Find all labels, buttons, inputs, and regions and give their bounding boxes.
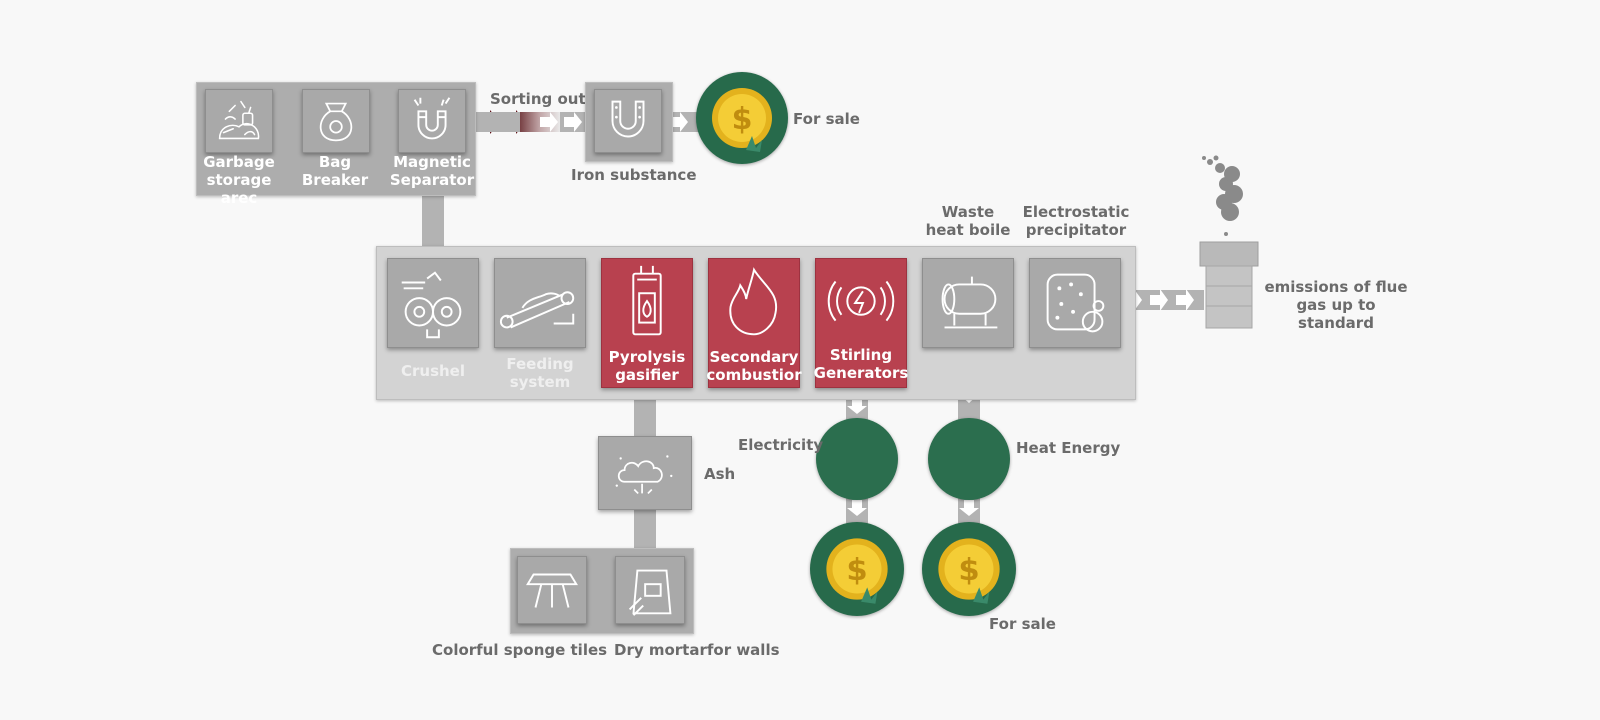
gasifier-icon	[632, 265, 662, 336]
stirling-generators-label: Stirling Generators	[813, 346, 909, 382]
flame-icon	[729, 267, 778, 336]
waste-heat-boiler-tile	[922, 258, 1014, 348]
colorful-tiles-label: Colorful sponge tiles	[432, 641, 608, 659]
electricity-circle	[816, 418, 898, 500]
chimney	[1198, 240, 1260, 330]
mortar-bag-icon	[628, 569, 672, 616]
dry-mortar-tile	[615, 556, 685, 624]
sponge-tiles-tile	[517, 556, 587, 624]
iron-substance-label: Iron substance	[571, 166, 697, 184]
for-sale-coin-top: $	[696, 72, 788, 164]
crushel-label: Crushel	[400, 362, 465, 380]
lightning-icon	[827, 280, 895, 322]
feeding-system-label: Feeding system	[506, 355, 574, 391]
magnet-icon	[413, 97, 451, 140]
smoke	[1196, 150, 1256, 236]
garbage-pile-icon	[218, 100, 260, 140]
emissions-label: emissions of flue gas up to standard	[1264, 278, 1408, 332]
stirling-generators-tile	[815, 258, 907, 388]
magnetic-separator-tile	[398, 89, 466, 153]
feeding-system-tile	[494, 258, 586, 348]
svg-text:$: $	[732, 102, 753, 137]
pyrolysis-gasifier-label: Pyrolysis gasifier	[608, 348, 686, 384]
boiler-tank-icon	[941, 276, 998, 329]
electrostatic-precipitator-tile	[1029, 258, 1121, 348]
horseshoe-icon	[611, 100, 645, 138]
smoke-icon	[1202, 155, 1243, 236]
iron-substance-tile	[594, 89, 662, 153]
secondary-combustion-label: Secondary combustior	[706, 348, 802, 384]
band-magnet-down	[422, 196, 444, 246]
for-sale-coin-heat: $	[922, 522, 1016, 616]
conveyor-icon	[499, 291, 575, 329]
garbage-storage-tile	[205, 89, 273, 153]
ash-tile	[598, 436, 692, 510]
garbage-storage-label: Garbage storage arec	[203, 153, 275, 207]
gold-coin-icon: $	[938, 538, 1000, 604]
tiles-icon	[526, 573, 578, 608]
arrow-white-chimney-3	[1176, 289, 1194, 311]
sorting-out-label: Sorting out	[490, 90, 586, 108]
secondary-combustion-tile	[708, 258, 800, 388]
arrow-white-elec-2	[847, 500, 867, 516]
heat-energy-label: Heat Energy	[1016, 439, 1121, 457]
ash-cloud-icon	[615, 455, 673, 495]
svg-text:$: $	[958, 553, 979, 588]
electricity-label: Electricity	[738, 436, 824, 454]
ash-label: Ash	[704, 465, 736, 483]
gold-coin-icon: $	[712, 88, 772, 152]
band-pyro-to-ash	[634, 394, 656, 440]
svg-text:$: $	[846, 553, 867, 588]
for-sale-coin-electricity: $	[810, 522, 904, 616]
arrow-white-1	[540, 112, 558, 132]
arrow-white-heat-3	[959, 500, 979, 516]
arrow-white-elec-1	[847, 398, 867, 414]
arrow-white-2	[564, 112, 582, 132]
gold-coin-icon: $	[826, 538, 888, 604]
money-bag-icon	[319, 102, 353, 142]
chimney-icon	[1199, 241, 1259, 329]
precipitator-icon	[1046, 273, 1105, 333]
crushel-tile	[387, 258, 479, 348]
waste-heat-boiler-label: Waste heat boile	[925, 203, 1011, 239]
crusher-icon	[401, 271, 462, 339]
for-sale-label-top: For sale	[793, 110, 860, 128]
band-ash-to-products	[634, 506, 656, 554]
heat-energy-circle	[928, 418, 1010, 500]
magnetic-separator-label: Magnetic Separator	[389, 153, 475, 189]
arrow-white-iron	[670, 112, 688, 132]
dry-mortar-label: Dry mortarfor walls	[614, 641, 780, 659]
bag-breaker-label: Bag Breaker	[301, 153, 369, 189]
for-sale-label-bottom: For sale	[989, 615, 1056, 633]
pyrolysis-gasifier-tile	[601, 258, 693, 388]
electrostatic-precipitator-label: Electrostatic precipitator	[1022, 203, 1130, 239]
arrow-white-chimney-2	[1150, 289, 1168, 311]
bag-breaker-tile	[302, 89, 370, 153]
